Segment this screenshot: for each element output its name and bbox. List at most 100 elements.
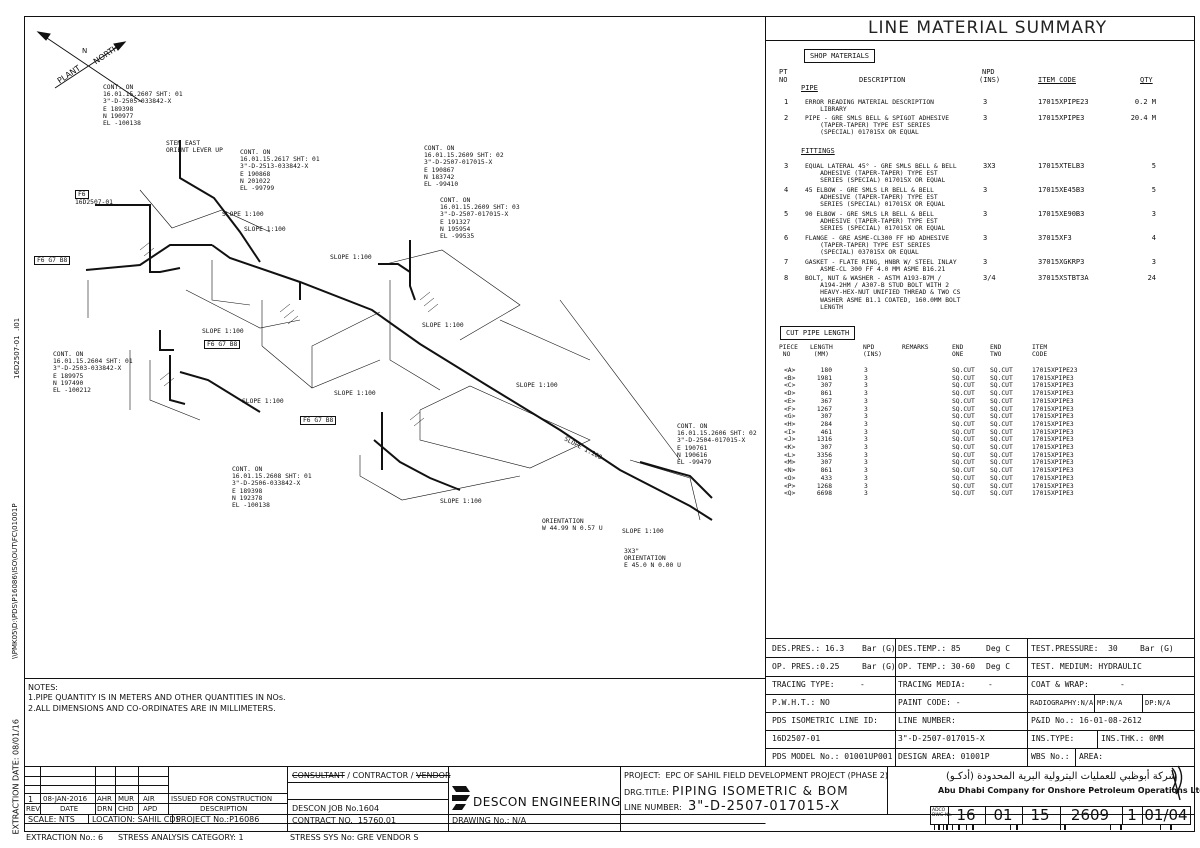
- cut-end-two: SQ.CUT: [990, 482, 1013, 490]
- area: AREA:: [1079, 752, 1104, 761]
- cut-piece-no: <I>: [784, 428, 796, 436]
- notes-title: NOTES:: [28, 683, 58, 692]
- f6g7b8-tag-1: F6 G7 B8: [34, 256, 71, 266]
- scale: SCALE: NTS: [28, 815, 75, 824]
- cut-piece-no: <A>: [784, 367, 796, 374]
- dwg-code-box: 2609: [1060, 807, 1119, 824]
- material-description: BOLT, NUT & WASHER - ASTM A193-B7M / A19…: [805, 275, 961, 311]
- cut-piece-no: <G>: [784, 413, 796, 421]
- cut-npd: 3: [864, 405, 868, 413]
- cut-item-code: 17015XPIPE3: [1032, 459, 1074, 467]
- location: LOCATION: SAHIL CDS: [92, 815, 181, 824]
- pid-number: P&ID No.: 16-01-08-2612: [1031, 716, 1142, 725]
- cut-length: 307: [820, 382, 832, 390]
- header-item-code: ITEM CODE: [1038, 76, 1076, 84]
- cut-piece-no: <J>: [784, 436, 796, 444]
- material-qty: 3: [1151, 210, 1156, 218]
- cut-end-two: SQ.CUT: [990, 413, 1013, 421]
- cut-end-two: SQ.CUT: [990, 490, 1013, 498]
- rev-checked: MUR: [118, 795, 135, 803]
- tracing-media: TRACING MEDIA:: [898, 680, 966, 689]
- paint-code: PAINT CODE: -: [898, 698, 961, 707]
- cut-end-two: SQ.CUT: [990, 397, 1013, 405]
- slope-label-5: SLOPE 1:100: [242, 398, 284, 405]
- f6-tag: F6: [75, 190, 89, 200]
- section-pipe: PIPE: [801, 84, 818, 92]
- header-npd: NPD: [982, 68, 995, 76]
- cut-end-two: SQ.CUT: [990, 467, 1013, 475]
- cut-npd: 3: [864, 390, 868, 398]
- header-rev: REV.: [26, 805, 42, 813]
- pds-line-value: 16D2507-01: [772, 734, 821, 743]
- material-item-code: 37015XSTBT3A: [1038, 274, 1089, 282]
- slope-label-4: SLOPE 1:100: [202, 328, 244, 335]
- material-qty: 3: [1151, 258, 1156, 266]
- adco-english-name: Abu Dhabi Company for Onshore Petroleum …: [938, 786, 1200, 795]
- line-number-tb: 3"-D-2507-017015-X: [688, 799, 840, 814]
- cut-piece-no: <K>: [784, 444, 796, 451]
- cut-length: 180: [820, 367, 832, 374]
- material-description: FLANGE - GRE ASME-CL300 FF HD ADHESIVE (…: [805, 235, 950, 257]
- cut-length: 1316: [816, 436, 832, 444]
- f6g7b8-tag-2: F6 G7 B8: [204, 340, 241, 350]
- dp: DP:N/A: [1145, 699, 1171, 707]
- cut-npd: 3: [864, 482, 868, 490]
- material-npd: 3/4: [983, 274, 996, 282]
- cont-on-3: CONT. ON 16.01.15.2609 SHT: 02 3"-D-2507…: [424, 145, 504, 189]
- pds-line-label: PDS ISOMETRIC LINE ID:: [772, 716, 878, 725]
- cut-end-one: SQ.CUT: [952, 436, 975, 444]
- cut-end-one: SQ.CUT: [952, 390, 975, 398]
- des-pres: DES.PRES.: 16.3: [772, 644, 845, 653]
- header-date: DATE: [60, 805, 79, 813]
- cut-piece-no: <M>: [784, 459, 796, 467]
- material-pt: 7: [784, 258, 789, 266]
- mp: MP:N/A: [1097, 699, 1123, 707]
- cut-item-code: 17015XPIPE3: [1032, 451, 1074, 459]
- slope-label-8: SLOPE 1:100: [516, 382, 558, 389]
- cut-piece-no: <O>: [784, 474, 796, 482]
- radiography: RADIOGRAPHY:N/A: [1030, 699, 1094, 707]
- cut-end-one: SQ.CUT: [952, 474, 975, 482]
- cut-end-one: SQ.CUT: [952, 459, 975, 467]
- stem-orientation: STEM EAST ORIENT LEVER UP: [166, 140, 223, 155]
- stress-analysis-category: STRESS ANALYSIS CATEGORY: 1: [118, 833, 244, 842]
- cut-piece-no: <C>: [784, 382, 796, 390]
- cut-piece-no: <B>: [784, 374, 796, 382]
- cut-end-one: SQ.CUT: [952, 420, 975, 428]
- cont-on-7: CONT. ON 16.01.15.2606 SHT: 02 3"-D-2504…: [677, 423, 757, 467]
- pwht: P.W.H.T.: NO: [772, 698, 830, 707]
- cut-piece-no: <D>: [784, 390, 796, 398]
- cut-length: 3356: [816, 451, 832, 459]
- cut-end-one: SQ.CUT: [952, 444, 975, 451]
- material-description: 45 ELBOW - GRE SMLS LR BELL & BELL ADHES…: [805, 187, 946, 209]
- material-item-code: 17015XPIPE3: [1038, 114, 1085, 122]
- op-temp-unit: Deg C: [986, 662, 1011, 671]
- cut-end-two: SQ.CUT: [990, 436, 1013, 444]
- material-pt: 4: [784, 186, 789, 194]
- file-path: \\PMK05\D:\PDS\P16086\ISO\OUT\FC\01001P: [11, 503, 19, 659]
- cut-end-one: SQ.CUT: [952, 382, 975, 390]
- material-npd: 3: [983, 186, 988, 194]
- cut-pipe-label: CUT PIPE LENGTH: [780, 326, 856, 340]
- line-number-label-tb: LINE NUMBER:: [624, 803, 682, 812]
- material-item-code: 17015XE45B3: [1038, 186, 1085, 194]
- cut-end-one: SQ.CUT: [952, 467, 975, 475]
- material-pt: 1: [784, 98, 789, 106]
- material-qty: 20.4 M: [1130, 114, 1156, 122]
- slope-label-3: SLOPE 1:100: [330, 254, 372, 261]
- cut-npd: 3: [864, 444, 868, 451]
- slope-label-7: SLOPE 1:100: [422, 322, 464, 329]
- vendor-label: VENDOR: [415, 771, 451, 780]
- cut-length: 307: [820, 413, 832, 421]
- stress-system-number: STRESS SYS No: GRE VENDOR S: [290, 833, 419, 842]
- section-fittings: FITTINGS: [801, 147, 835, 155]
- material-npd: 3: [983, 210, 988, 218]
- cut-end-one: SQ.CUT: [952, 374, 975, 382]
- cut-header-item-code: ITEM CODE: [1032, 344, 1048, 359]
- dwg-code-box: 16: [948, 807, 983, 824]
- cut-length: 307: [820, 444, 832, 451]
- header-description: DESCRIPTION: [859, 76, 906, 84]
- cut-end-two: SQ.CUT: [990, 420, 1013, 428]
